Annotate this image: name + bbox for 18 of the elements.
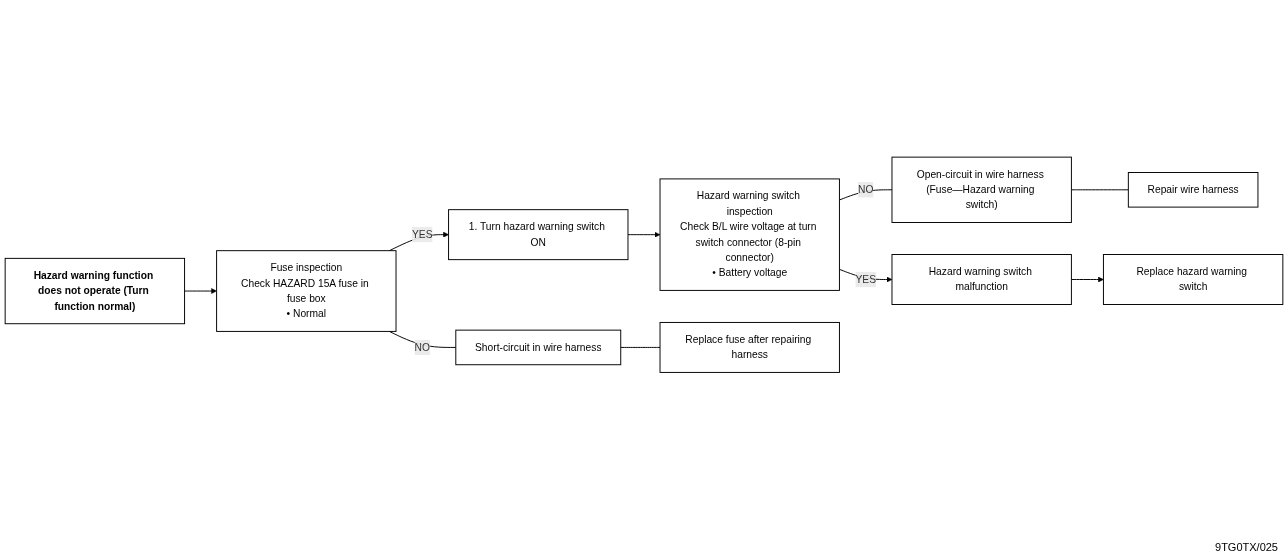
node-box: Open-circuit in wire harness (Fuse—Hazard warning switch) xyxy=(891,156,1072,224)
connector xyxy=(1070,189,1129,191)
connector xyxy=(838,189,893,201)
node-box: Replace hazard warning switch xyxy=(1102,254,1284,306)
edge-label: YES xyxy=(412,229,433,240)
connector xyxy=(620,347,661,349)
node-box: Short-circuit in wire harness xyxy=(455,329,622,366)
node-box: Replace fuse after repairing harness xyxy=(659,322,840,374)
node-box: Fuse inspection Check HAZARD 15A fuse in fuse box • Normal xyxy=(216,250,397,333)
edge-label: NO xyxy=(858,184,874,196)
node-box: 1. Turn hazard warning switch ON xyxy=(448,209,629,261)
figure-code: 9TG0TX/025 xyxy=(1215,541,1278,553)
edge-label: YES xyxy=(855,273,876,285)
edge-label: NO xyxy=(414,341,430,353)
node-box: Hazard warning switch malfunction xyxy=(891,254,1072,306)
node-box: Hazard warning switch inspection Check B/L wire voltage at turn switch connector (8-pin connector) • Battery voltage xyxy=(659,178,840,292)
node-box: Hazard warning function does not operate (Turn function normal) xyxy=(4,258,186,325)
node-box: Repair wire harness xyxy=(1127,172,1259,208)
